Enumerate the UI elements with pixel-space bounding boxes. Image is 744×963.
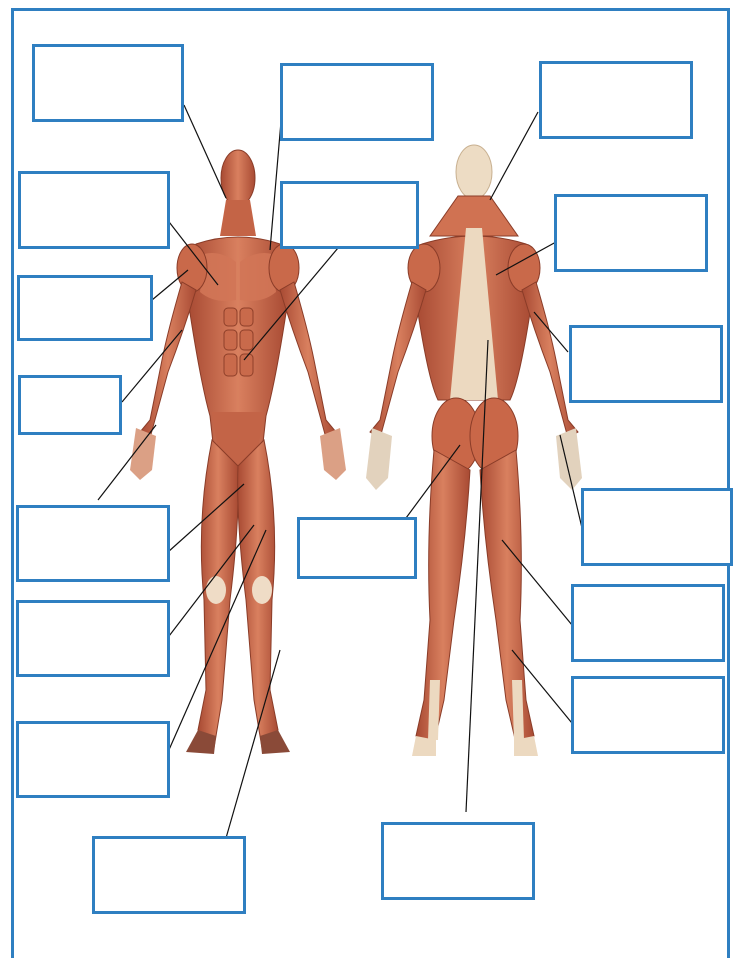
label-box-chest[interactable] <box>18 171 170 249</box>
label-box-forearm-back[interactable] <box>581 488 733 566</box>
label-box-shin[interactable] <box>92 836 246 914</box>
label-box-knee[interactable] <box>16 721 170 798</box>
label-box-shoulder-front[interactable] <box>17 275 153 341</box>
label-box-hamstring[interactable] <box>571 584 725 662</box>
label-box-neck-back[interactable] <box>539 61 693 139</box>
label-box-thigh-inner[interactable] <box>16 505 170 582</box>
label-box-thigh-front[interactable] <box>16 600 170 677</box>
label-box-upper-arm[interactable] <box>18 375 122 435</box>
label-box-neck-front[interactable] <box>280 63 434 141</box>
label-box-head-front[interactable] <box>32 44 184 122</box>
label-box-back-arm[interactable] <box>569 325 723 403</box>
label-box-upper-back[interactable] <box>554 194 708 272</box>
label-box-lower-back[interactable] <box>381 822 535 900</box>
label-box-abdomen[interactable] <box>280 181 419 249</box>
label-box-calf[interactable] <box>571 676 725 754</box>
label-box-gluteal[interactable] <box>297 517 417 579</box>
